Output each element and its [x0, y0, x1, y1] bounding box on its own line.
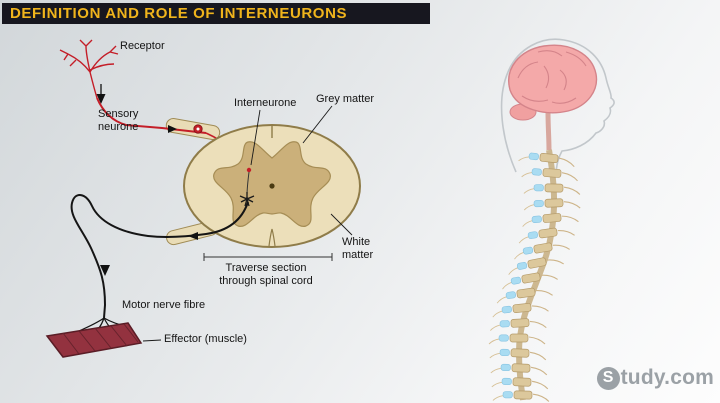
studycom-logo-icon: S [596, 366, 620, 390]
label-white-matter: White matter [342, 236, 374, 262]
reflex-arc-diagram [45, 39, 361, 358]
brain-illustration [508, 44, 598, 151]
head-outline [500, 38, 615, 173]
label-sensory-neurone: Sensory neurone [98, 108, 139, 134]
spine-illustration [488, 149, 581, 403]
dorsal-root-sheath [165, 118, 221, 140]
label-pointer-lines [142, 105, 353, 342]
watermark: S tudy.com [596, 366, 714, 390]
caption-line [203, 253, 333, 261]
label-grey-matter: Grey matter [316, 93, 375, 105]
impulse-arrow-down-icon [96, 84, 106, 104]
section-caption: Traverse section through spinal cord [219, 262, 313, 288]
label-effector-muscle: Effector (muscle) [164, 333, 247, 345]
body-illustration [488, 38, 615, 403]
motor-nerve-path [70, 194, 249, 339]
studycom-logo-letter: S [602, 369, 614, 386]
muscle-shape [45, 322, 143, 358]
label-interneurone: Interneurone [234, 97, 297, 109]
label-motor-nerve-fibre: Motor nerve fibre [122, 299, 206, 311]
spinal-cord-section [183, 124, 361, 248]
receptor-dendrites [59, 39, 119, 99]
interneurone-cell [239, 167, 255, 207]
title-bar: DEFINITION AND ROLE OF INTERNEURONS [2, 3, 430, 24]
watermark-text: tudy.com [620, 366, 714, 389]
label-receptor: Receptor [120, 40, 165, 52]
page-title: DEFINITION AND ROLE OF INTERNEURONS [10, 5, 348, 22]
